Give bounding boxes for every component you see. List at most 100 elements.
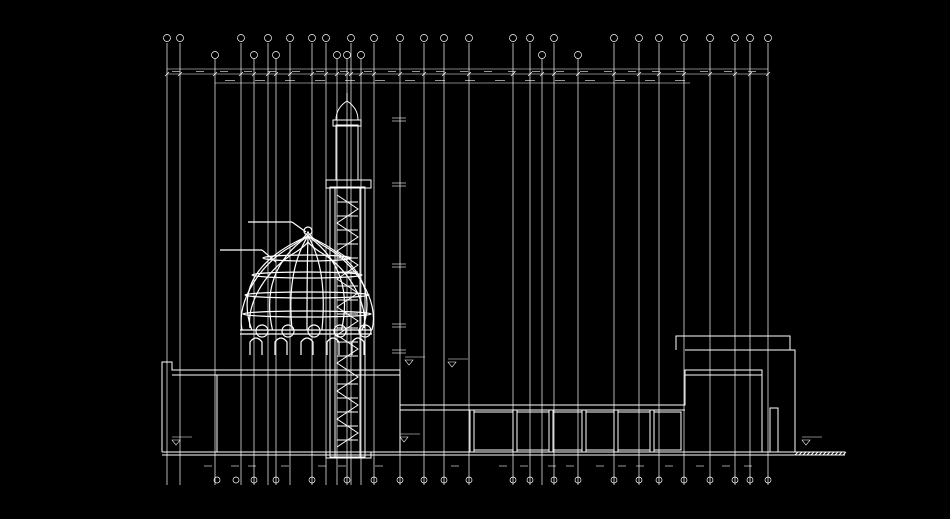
level-marker [404,359,414,366]
column [548,409,554,453]
room-opening [653,411,682,451]
dimension-tick [539,71,545,77]
ground-hatch [842,451,847,456]
grid-bubble-bottom [764,476,772,484]
dimension-tick [527,71,533,77]
dimension-tick [265,71,271,77]
ground-hatch [810,451,815,456]
ground-hatch [806,451,811,456]
drum-ornament [281,324,295,338]
dimension-tick [510,71,516,77]
minaret [325,93,372,459]
dimension-tick [273,71,279,77]
dimension-tick [421,71,427,77]
grid-bubble-bottom [213,476,221,484]
grid-bubble [237,34,245,42]
dimension-tick [466,71,472,77]
ground-hatch [830,451,835,456]
grid-bubble [440,34,448,42]
dimension-tick [397,71,403,77]
dimension-tick [358,71,364,77]
grid-bubble-bottom [420,476,428,484]
dimension-tick [348,71,354,77]
grid-bubble [264,34,272,42]
dome-ring [242,310,372,318]
grid-bubble-bottom [574,476,582,484]
grid-bubble [272,51,280,59]
grid-lines [163,34,772,485]
dome-ring [244,291,370,299]
drum-ornament [333,324,347,338]
dimension-tick [287,71,293,77]
grid-bubble-bottom [550,476,558,484]
grid-bubble [396,34,404,42]
level-markers [171,117,822,467]
right-door [769,407,779,453]
grid-bubble [420,34,428,42]
drum-ornament [255,324,269,338]
dimension-tick [732,71,738,77]
grid-bubble-bottom [680,476,688,484]
grid-bubble [308,34,316,42]
grid-bubble [509,34,517,42]
level-marker [399,436,409,443]
dimension-tick [344,71,350,77]
grid-bubble-bottom [343,476,351,484]
grid-bubble [635,34,643,42]
dome-rib [307,235,324,331]
grid-bubble [731,34,739,42]
grid-bubble [680,34,688,42]
grid-bubble-bottom [465,476,473,484]
dimension-tick [551,71,557,77]
grid-bubble [538,51,546,59]
grid-bubble [163,34,171,42]
dimension-tick [238,71,244,77]
column [581,409,587,453]
grid-bubble [343,51,351,59]
ground-hatch [802,451,807,456]
column [512,409,518,453]
ground-hatch [822,451,827,456]
grid-bubble [465,34,473,42]
ground-hatch [794,451,799,456]
grid-bubble [706,34,714,42]
dimension-tick [164,71,170,77]
dimension-tick [681,71,687,77]
minaret-base [325,451,372,459]
right-block-outline [675,335,796,452]
ground-hatch [818,451,823,456]
annotation-leader [291,221,307,233]
dome-rib [290,235,309,331]
grid-bubble [764,34,772,42]
dimension-tick [177,71,183,77]
drum-arch-window [274,337,288,355]
minaret-shaft-inner [334,186,361,458]
room-opening [516,411,550,451]
column [613,409,619,453]
spiral-stair [336,194,359,448]
grid-bubble [370,34,378,42]
minaret-upper-shaft [335,124,359,181]
middle-block-outline [400,369,763,452]
drum-arch-window [249,337,263,355]
level-marker [171,439,181,446]
ground-hatch [814,451,819,456]
grid-bubble-bottom [509,476,517,484]
dimension-tick [441,71,447,77]
grid-bubble-bottom [731,476,739,484]
dimension-strings [164,68,771,84]
grid-bubble-bottom [746,476,754,484]
dimension-tick [371,71,377,77]
room-opening [617,411,651,451]
grid-bubble [357,51,365,59]
dimension-tick [251,71,257,77]
dome [220,221,374,355]
grid-bubble-bottom [610,476,618,484]
room-opening [473,411,514,451]
left-block-outline [161,361,401,452]
dimension-tick [707,71,713,77]
column [469,409,475,453]
grid-bubble [550,34,558,42]
